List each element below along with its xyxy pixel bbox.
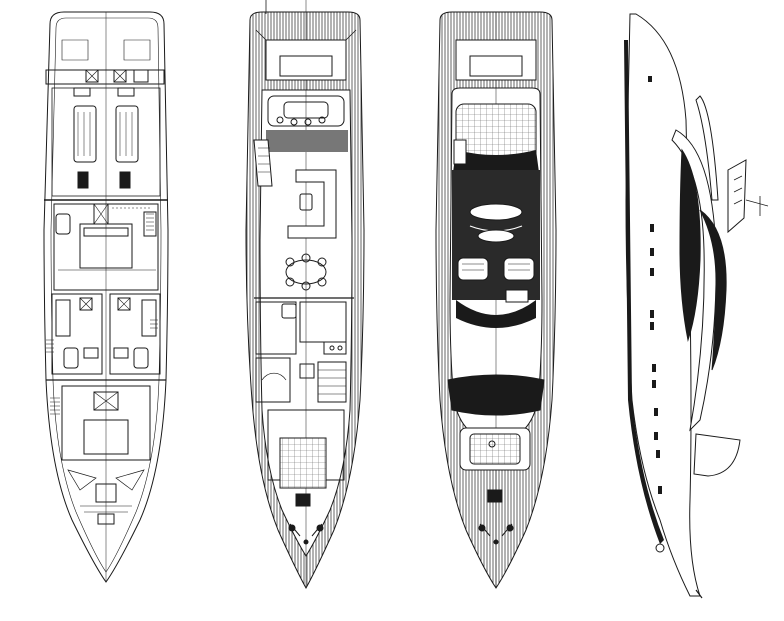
upper-deck-plan bbox=[435, 11, 557, 589]
salon-dining-table bbox=[285, 259, 327, 285]
lower-deck-hull-outline bbox=[43, 11, 169, 583]
guest-cabin-port bbox=[51, 293, 103, 375]
engine-room bbox=[51, 87, 161, 197]
guest-cabin-starboard bbox=[109, 293, 161, 375]
radar-arch bbox=[727, 159, 747, 234]
galley bbox=[255, 301, 297, 355]
flybridge-table bbox=[469, 203, 523, 221]
profile-tender bbox=[693, 433, 741, 477]
lower-deck-plan bbox=[43, 11, 169, 583]
salon-sofa bbox=[287, 169, 337, 239]
profile-elevation bbox=[624, 13, 769, 599]
bow-anchor bbox=[655, 543, 665, 553]
profile-portholes bbox=[648, 76, 662, 494]
aft-deck-dining bbox=[267, 95, 345, 127]
profile-window-band bbox=[679, 148, 701, 342]
main-deck-plan bbox=[245, 0, 365, 590]
vip-cabin bbox=[61, 385, 151, 461]
sundeck-pad bbox=[447, 374, 545, 416]
